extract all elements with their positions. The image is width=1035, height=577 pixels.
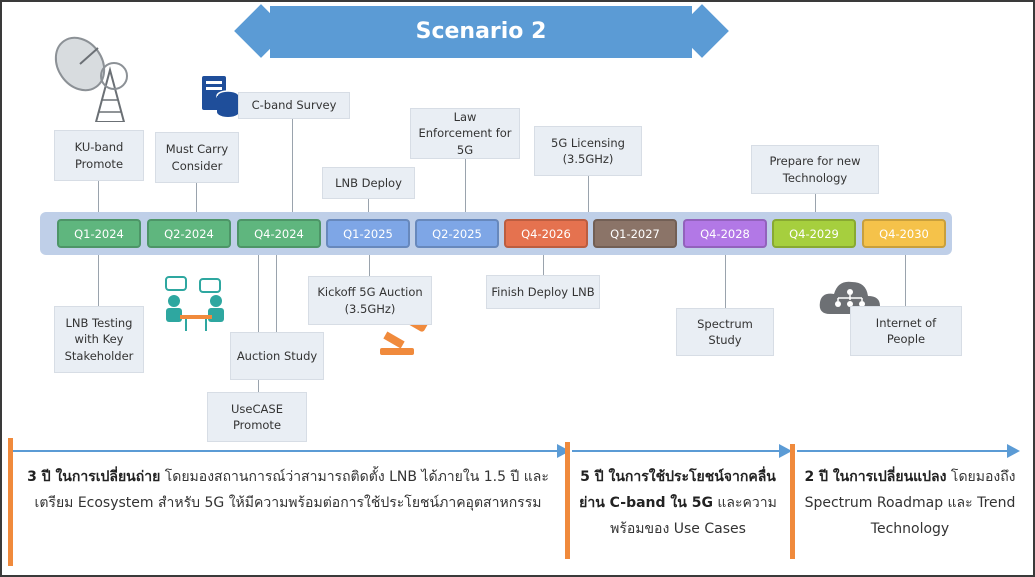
quarter-chip-q1-2027: Q1-2027 [593, 219, 677, 248]
phase-1-description: 3 ปี ในการเปลี่ยนถ่าย โดยมองสถานการณ์ว่า… [27, 469, 549, 511]
phase-arrow-line [797, 450, 1012, 452]
phase-divider [790, 444, 795, 559]
phase-divider [565, 442, 570, 559]
milestone-internet-of-people: Internet of People [850, 306, 962, 356]
phase-arrow-line [12, 450, 562, 452]
connector-line [98, 181, 99, 219]
connector-line [905, 248, 906, 306]
cloud-network-icon [819, 281, 880, 314]
connector-line [368, 199, 369, 219]
connector-line [98, 248, 99, 306]
milestone-auction-study: Auction Study [230, 332, 324, 380]
milestone-spectrum-study: Spectrum Study [676, 308, 774, 356]
quarter-chip-q4-2026: Q4-2026 [504, 219, 588, 248]
phase-3-description: 2 ปี ในการเปลี่ยนแปลง โดยมองถึง Spectrum… [804, 469, 1016, 537]
milestone-kickoff-5g-auction: Kickoff 5G Auction (3.5GHz) [308, 276, 432, 325]
connector-line [196, 183, 197, 219]
milestone-ku-band-promote: KU-band Promote [54, 130, 144, 181]
milestone-law-enforcement-5g: Law Enforcement for 5G [410, 108, 520, 159]
scenario-title: Scenario 2 [270, 6, 692, 58]
milestone-lnb-deploy: LNB Deploy [322, 167, 415, 199]
quarter-chip-q2-2025: Q2-2025 [415, 219, 499, 248]
milestone-usecase-promote: UseCASE Promote [207, 392, 307, 442]
connector-line [292, 118, 293, 219]
quarter-chip-q4-2029: Q4-2029 [772, 219, 856, 248]
milestone-must-carry-consider: Must Carry Consider [155, 132, 239, 183]
meeting-people-icon [165, 276, 224, 331]
quarter-chip-q4-2024: Q4-2024 [237, 219, 321, 248]
connector-line [588, 176, 589, 219]
phase-2-description: 5 ปี ในการใช้ประโยชน์จากคลื่นย่าน C-band… [579, 469, 777, 537]
connector-line [258, 248, 259, 392]
phase-arrow-line [572, 450, 784, 452]
quarter-chip-q4-2030: Q4-2030 [862, 219, 946, 248]
phase-arrowhead [779, 444, 792, 458]
connector-line [369, 248, 370, 276]
milestone-lnb-testing: LNB Testing with Key Stakeholder [54, 306, 144, 373]
connector-line [543, 248, 544, 275]
phase-arrowhead [1007, 444, 1020, 458]
connector-line [276, 248, 277, 332]
database-icon [202, 76, 240, 117]
milestone-prepare-new-technology: Prepare for new Technology [751, 145, 879, 194]
milestone-c-band-survey: C-band Survey [238, 92, 350, 119]
quarter-chip-q1-2024: Q1-2024 [57, 219, 141, 248]
connector-line [815, 194, 816, 219]
quarter-chip-q1-2025: Q1-2025 [326, 219, 410, 248]
phase-divider [8, 438, 13, 566]
milestone-finish-deploy-lnb: Finish Deploy LNB [486, 275, 600, 309]
connector-line [725, 248, 726, 308]
quarter-chip-q2-2024: Q2-2024 [147, 219, 231, 248]
satellite-dish-icon [54, 36, 128, 122]
connector-line [465, 159, 466, 219]
quarter-chip-q4-2028: Q4-2028 [683, 219, 767, 248]
milestone-5g-licensing: 5G Licensing (3.5GHz) [534, 126, 642, 176]
